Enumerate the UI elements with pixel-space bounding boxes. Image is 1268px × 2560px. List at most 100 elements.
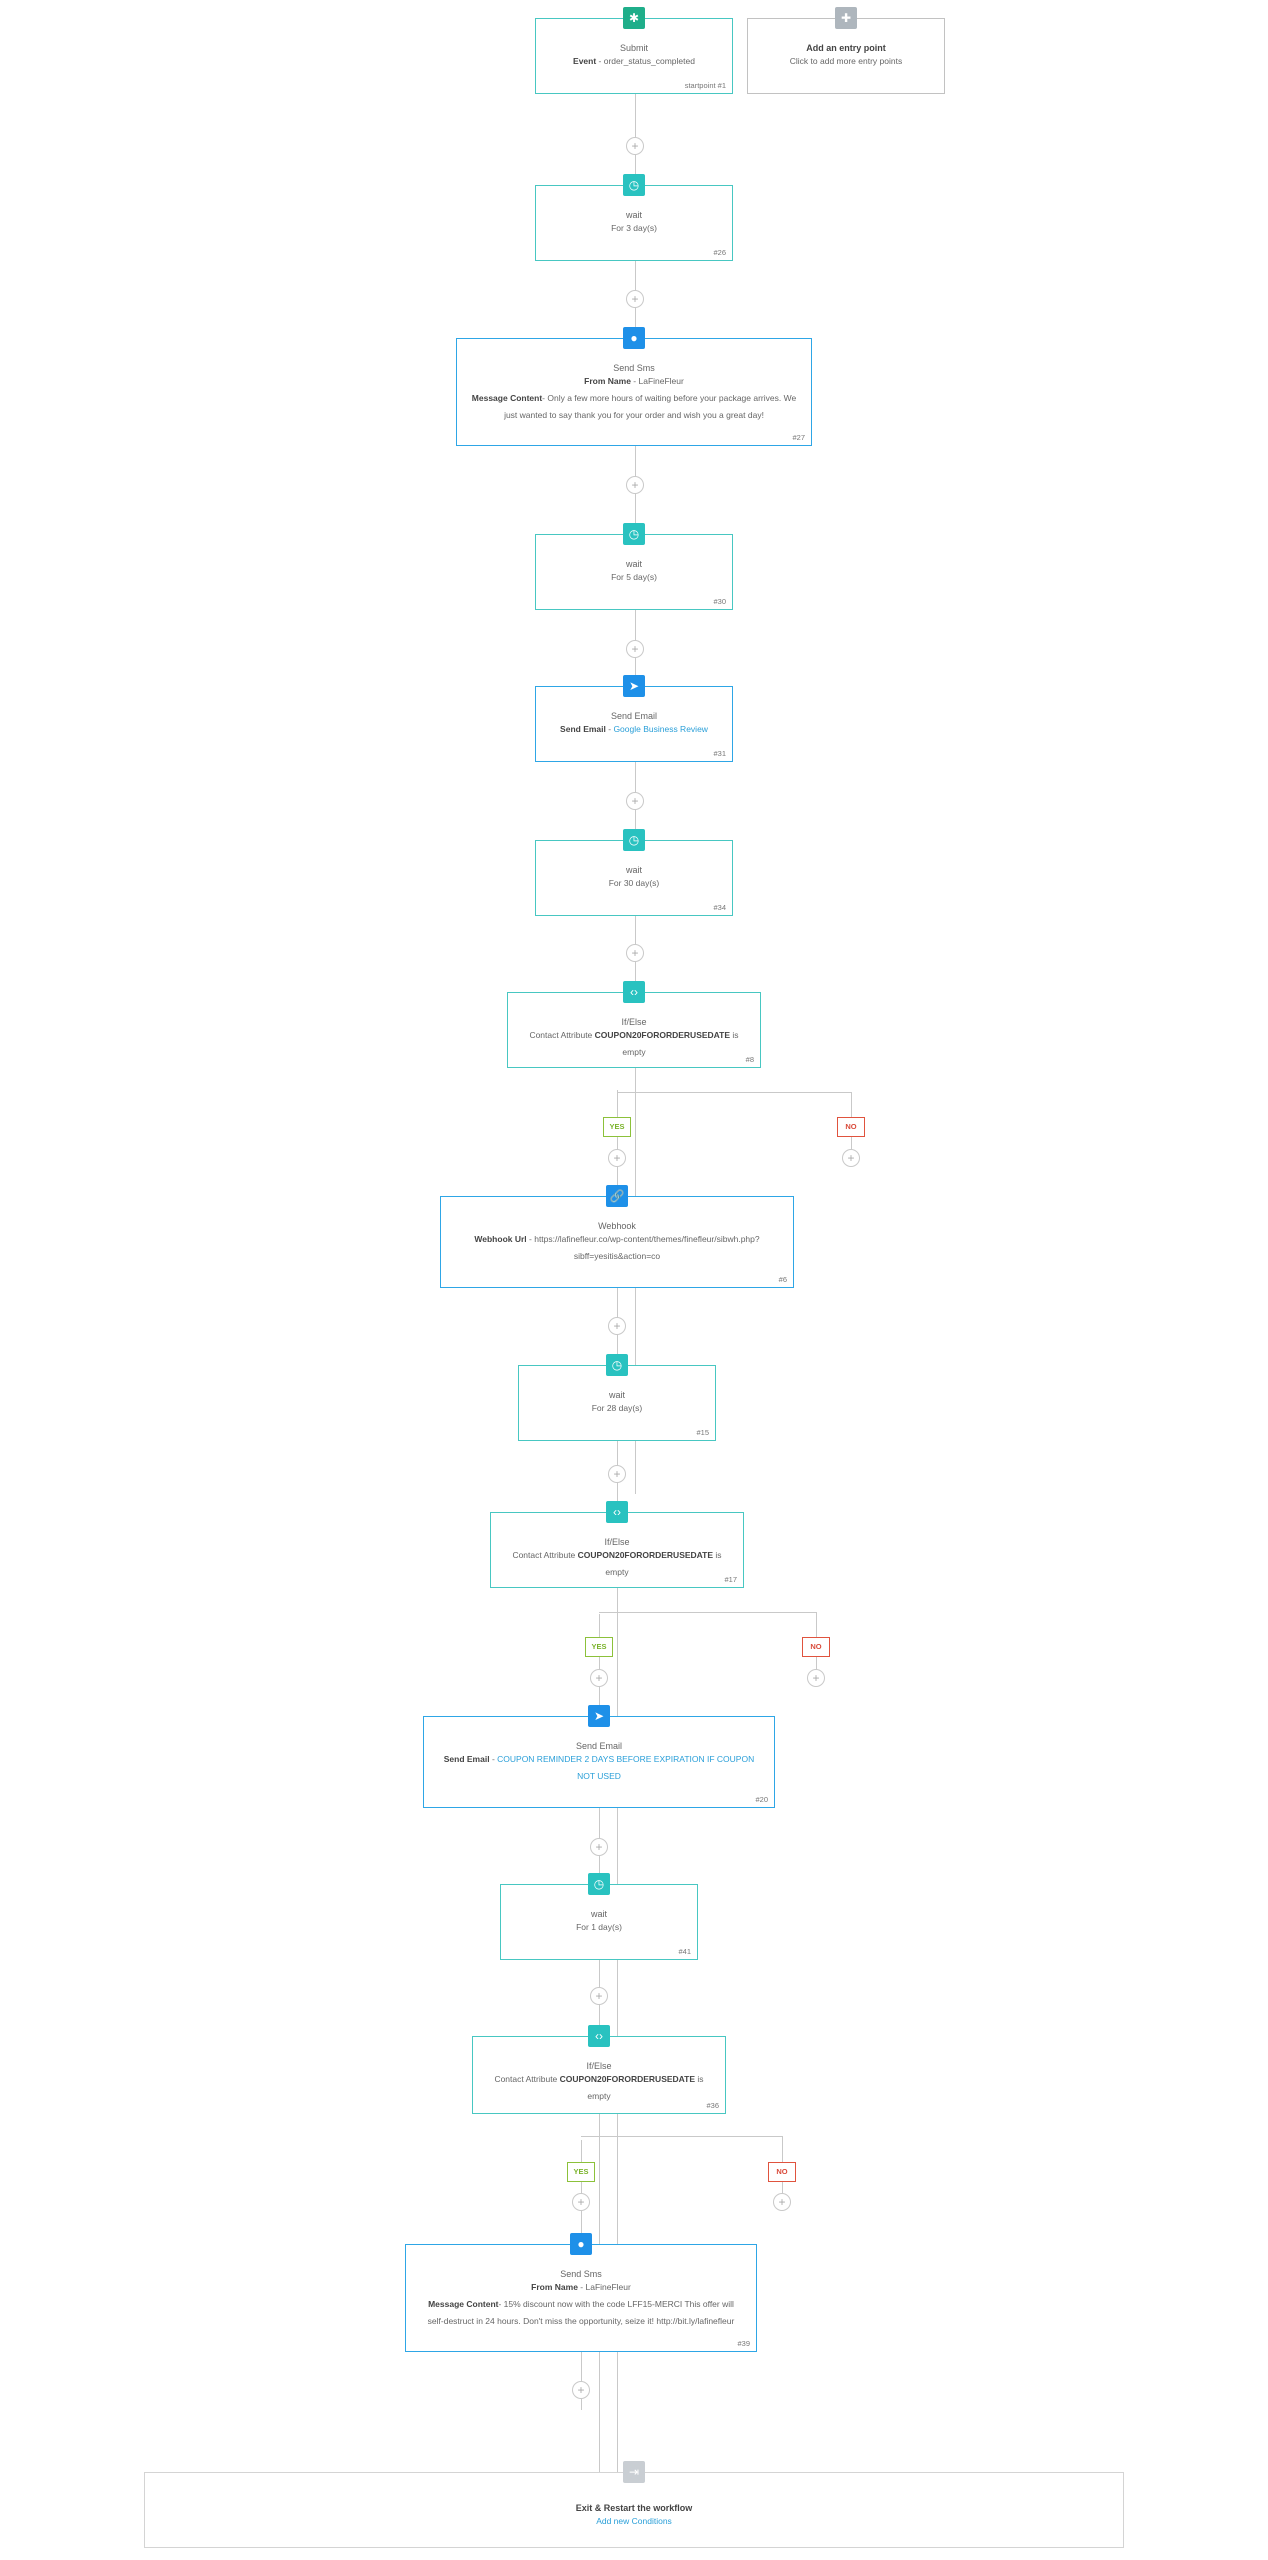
branch-line [617, 1588, 618, 1612]
node-title: wait [625, 210, 642, 220]
node-detail: Send Email - Google Business Review [560, 724, 708, 734]
node-id: #27 [792, 433, 805, 442]
add-step-button[interactable]: + [572, 2381, 590, 2399]
send-email-node[interactable]: ➤ Send Email Send Email - Google Busines… [535, 675, 733, 762]
chat-bubble-icon: ● [570, 2233, 592, 2255]
node-id: #26 [713, 248, 726, 257]
code-icon: ‹› [623, 981, 645, 1003]
node-detail: From Name - LaFineFleur [531, 2282, 631, 2292]
node-title: Send Sms [560, 2269, 602, 2279]
node-id: #30 [713, 597, 726, 606]
node-title: wait [590, 1909, 607, 1919]
exit-restart-box: ⇥ Exit & Restart the workflow Add new Co… [144, 2461, 1124, 2548]
if-else-node[interactable]: ‹› If/Else Contact Attribute COUPON20FOR… [490, 1501, 744, 1588]
send-sms-node[interactable]: ● Send Sms From Name - LaFineFleur Messa… [456, 327, 812, 446]
node-title: wait [608, 1390, 625, 1400]
add-step-button[interactable]: + [626, 944, 644, 962]
node-detail: Contact Attribute COUPON20FORORDERUSEDAT… [494, 2074, 704, 2101]
node-title: Webhook [598, 1221, 636, 1231]
node-detail: Send Email - COUPON REMINDER 2 DAYS BEFO… [443, 1754, 755, 1781]
add-step-button[interactable]: + [572, 2193, 590, 2211]
node-detail: Click to add more entry points [789, 56, 903, 66]
node-title: If/Else [586, 2061, 612, 2071]
node-id: #36 [706, 2101, 719, 2110]
node-detail: For 1 day(s) [576, 1922, 622, 1932]
add-step-button[interactable]: + [807, 1669, 825, 1687]
node-detail: For 5 day(s) [611, 572, 657, 582]
node-title: If/Else [621, 1017, 647, 1027]
node-detail: Event - order_status_completed [573, 56, 695, 66]
branch-line [617, 1092, 852, 1093]
node-title: Add an entry point [806, 43, 886, 53]
add-step-button[interactable]: + [590, 1838, 608, 1856]
node-title: Send Email [575, 1741, 623, 1751]
node-id: #39 [737, 2339, 750, 2348]
add-step-button[interactable]: + [590, 1987, 608, 2005]
node-detail: Message Content- 15% discount now with t… [427, 2299, 735, 2326]
node-id: #17 [724, 1575, 737, 1584]
wait-node[interactable]: ◷ wait For 28 day(s) #15 [518, 1354, 716, 1441]
add-step-button[interactable]: + [626, 137, 644, 155]
paper-plane-icon: ➤ [588, 1705, 610, 1727]
link-icon: 🔗 [606, 1185, 628, 1207]
add-step-button[interactable]: + [626, 290, 644, 308]
node-title: wait [625, 559, 642, 569]
if-else-node[interactable]: ‹› If/Else Contact Attribute COUPON20FOR… [472, 2025, 726, 2114]
node-title: wait [625, 865, 642, 875]
yes-branch-label: YES [603, 1117, 631, 1137]
no-branch-label: NO [802, 1637, 830, 1657]
node-id: #34 [713, 903, 726, 912]
node-detail: From Name - LaFineFleur [584, 376, 684, 386]
chat-bubble-icon: ● [623, 327, 645, 349]
branch-line [581, 2136, 783, 2137]
email-template-link[interactable]: COUPON REMINDER 2 DAYS BEFORE EXPIRATION… [497, 1754, 755, 1781]
yes-branch-label: YES [567, 2162, 595, 2182]
no-branch-label: NO [837, 1117, 865, 1137]
node-detail: Webhook Url - https://lafinefleur.co/wp-… [474, 1234, 760, 1261]
node-id: #8 [745, 1055, 754, 1064]
timer-icon: ◷ [623, 523, 645, 545]
add-step-button[interactable]: + [626, 476, 644, 494]
add-step-button[interactable]: + [608, 1465, 626, 1483]
add-step-button[interactable]: + [842, 1149, 860, 1167]
entry-submit-node[interactable]: ✱ Submit Event - order_status_completed … [535, 7, 733, 94]
branch-line [599, 2114, 600, 2136]
node-detail: Contact Attribute COUPON20FORORDERUSEDAT… [529, 1030, 739, 1057]
node-id: #31 [713, 749, 726, 758]
add-entry-point-node[interactable]: ✚ Add an entry point Click to add more e… [747, 7, 945, 94]
add-step-button[interactable]: + [608, 1149, 626, 1167]
node-title: Send Sms [613, 363, 655, 373]
node-title: Send Email [610, 711, 658, 721]
branch-line [599, 1612, 817, 1613]
node-id: #15 [696, 1428, 709, 1437]
wait-node[interactable]: ◷ wait For 1 day(s) #41 [500, 1873, 698, 1960]
wait-node[interactable]: ◷ wait For 5 day(s) #30 [535, 523, 733, 610]
email-template-link[interactable]: Google Business Review [613, 724, 708, 734]
wait-node[interactable]: ◷ wait For 3 day(s) #26 [535, 174, 733, 261]
paper-plane-icon: ➤ [623, 675, 645, 697]
yes-branch-label: YES [585, 1637, 613, 1657]
wait-node[interactable]: ◷ wait For 30 day(s) #34 [535, 829, 733, 916]
send-email-node[interactable]: ➤ Send Email Send Email - COUPON REMINDE… [423, 1705, 775, 1808]
node-title: Submit [619, 43, 648, 53]
node-detail: Message Content- Only a few more hours o… [471, 393, 797, 420]
if-else-node[interactable]: ‹› If/Else Contact Attribute COUPON20FOR… [507, 981, 761, 1068]
plus-icon: ✚ [835, 7, 857, 29]
timer-icon: ◷ [588, 1873, 610, 1895]
gear-icon: ✱ [623, 7, 645, 29]
send-sms-node[interactable]: ● Send Sms From Name - LaFineFleur Messa… [405, 2233, 757, 2352]
webhook-node[interactable]: 🔗 Webhook Webhook Url - https://lafinefl… [440, 1185, 794, 1288]
add-step-button[interactable]: + [608, 1317, 626, 1335]
branch-line [635, 1068, 636, 1092]
code-icon: ‹› [606, 1501, 628, 1523]
node-detail: For 3 day(s) [611, 223, 657, 233]
node-detail: Contact Attribute COUPON20FORORDERUSEDAT… [512, 1550, 722, 1577]
node-id: #41 [678, 1947, 691, 1956]
add-step-button[interactable]: + [590, 1669, 608, 1687]
add-conditions-link[interactable]: Add new Conditions [596, 2516, 672, 2526]
add-step-button[interactable]: + [626, 640, 644, 658]
add-step-button[interactable]: + [626, 792, 644, 810]
add-step-button[interactable]: + [773, 2193, 791, 2211]
node-id: #20 [755, 1795, 768, 1804]
